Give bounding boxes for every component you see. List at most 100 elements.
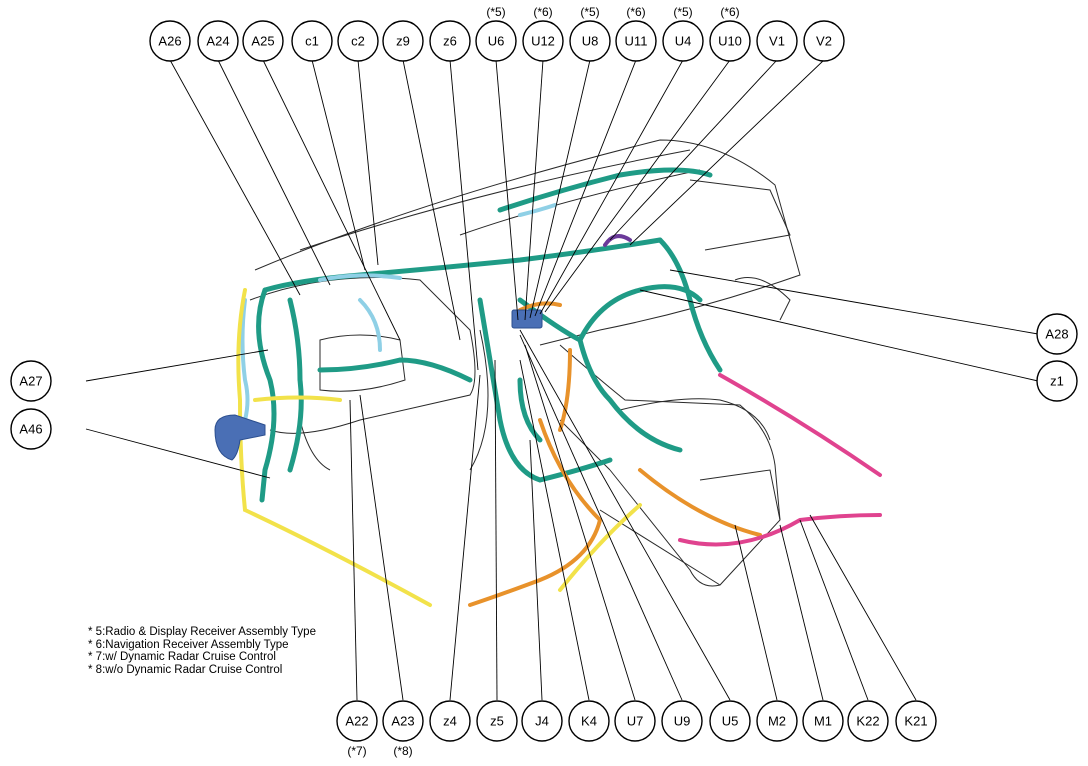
connector-label: U12 <box>531 34 555 49</box>
callout-circle <box>756 700 798 742</box>
connector-callout: U11 (*6) <box>615 5 657 62</box>
connector-callout: M1 <box>802 700 844 742</box>
connector-label: V1 <box>769 34 785 49</box>
connector-note: (*6) <box>533 5 552 19</box>
callout-circle <box>756 20 798 62</box>
callout-circle <box>895 700 937 742</box>
connector-label: U7 <box>627 714 644 729</box>
connector-callout: V1 <box>756 20 798 62</box>
connector-label: K4 <box>581 714 597 729</box>
connector-callout: c1 <box>291 20 333 62</box>
connector-label: A27 <box>19 374 42 389</box>
callout-circle <box>336 700 378 742</box>
harness-purple <box>603 234 632 247</box>
connector-label: U4 <box>675 34 692 49</box>
connector-label: A22 <box>345 714 368 729</box>
connector-callout: J4 <box>521 700 563 742</box>
callout-circle <box>661 700 703 742</box>
connector-label: U8 <box>582 34 599 49</box>
callout-circle <box>10 360 52 402</box>
connector-callout: z5 <box>476 700 518 742</box>
callout-circle <box>614 700 656 742</box>
callout-circle <box>1036 360 1078 402</box>
connector-label: A28 <box>1045 327 1068 342</box>
connector-label: U9 <box>674 714 691 729</box>
connector-label: A25 <box>251 34 274 49</box>
harness-orange <box>468 301 762 607</box>
connector-label: z6 <box>443 34 457 49</box>
callout-circle <box>382 20 424 62</box>
callout-circle <box>662 20 704 62</box>
connector-callout: A22(*7) <box>336 700 378 758</box>
callout-circle <box>521 700 563 742</box>
connector-callout: V2 <box>803 20 845 62</box>
connector-label: z1 <box>1050 374 1064 389</box>
connector-label: c1 <box>305 34 319 49</box>
connector-callout: U8 (*5) <box>569 5 611 62</box>
connector-callout: U9 <box>661 700 703 742</box>
connector-label: z9 <box>396 34 410 49</box>
connector-label: A24 <box>206 34 229 49</box>
connector-label: A26 <box>158 34 181 49</box>
connector-callout: K22 <box>847 700 889 742</box>
connector-note: (*5) <box>673 5 692 19</box>
connector-label: U11 <box>625 34 648 49</box>
connector-callout: U12 (*6) <box>522 5 564 62</box>
connector-callout: U5 <box>709 700 751 742</box>
connector-label: U10 <box>718 34 742 49</box>
connector-callout: A23 (*8) <box>382 700 424 758</box>
connector-callout: A27 <box>10 360 52 402</box>
connector-label: z5 <box>490 714 504 729</box>
right-connector-callouts: A28 z1 <box>1036 313 1078 402</box>
callout-circle <box>291 20 333 62</box>
connector-note: (*5) <box>486 5 505 19</box>
connector-label: c2 <box>351 34 365 49</box>
connector-callout: U4 (*5) <box>662 5 704 62</box>
connector-callout: K21 <box>895 700 937 742</box>
connector-callout: A26 <box>149 20 191 62</box>
harness-sub-lightblue <box>240 203 557 422</box>
connector-label: M1 <box>814 714 832 729</box>
connector-label: U6 <box>488 34 505 49</box>
callout-circle <box>10 408 52 450</box>
callout-circle <box>522 20 564 62</box>
callout-circle <box>615 20 657 62</box>
connector-callout: M2 <box>756 700 798 742</box>
legend-line: * 6:Navigation Receiver Assembly Type <box>88 638 289 651</box>
connector-callout: A25 <box>242 20 284 62</box>
connector-callout: U10(*6) <box>709 5 751 62</box>
connector-callout: c2 <box>337 20 379 62</box>
callout-circle <box>197 20 239 62</box>
connector-callout: A46 <box>10 408 52 450</box>
connector-label: A46 <box>19 422 42 437</box>
connector-label: V2 <box>816 34 832 49</box>
connector-label: M2 <box>768 714 786 729</box>
connector-callout: A24 <box>197 20 239 62</box>
connector-label: U5 <box>722 714 739 729</box>
callout-circle <box>709 20 751 62</box>
legend-line: * 8:w/o Dynamic Radar Cruise Control <box>88 663 283 676</box>
connector-note: (*6) <box>626 5 645 19</box>
callout-circle <box>475 20 517 62</box>
connector-label: A23 <box>391 714 414 729</box>
connector-callout: z1 <box>1036 360 1078 402</box>
callout-circle <box>1036 313 1078 355</box>
callout-circle <box>847 700 889 742</box>
connector-label: J4 <box>535 714 549 729</box>
connector-callout: A28 <box>1036 313 1078 355</box>
connector-callout: z6 <box>429 20 471 62</box>
callout-circle <box>476 700 518 742</box>
top-connector-callouts: A26 A24 A25 c1 c2 z9 z6 U6 (*5) U12 (*6) U8 (*5) U11 (… <box>149 5 845 62</box>
connector-note: (*8) <box>393 744 412 758</box>
legend-line: * 5:Radio & Display Receiver Assembly Ty… <box>88 626 316 638</box>
harness-blue <box>214 309 543 461</box>
callout-circle <box>569 20 611 62</box>
callout-circle <box>429 700 471 742</box>
connector-note: (*5) <box>580 5 599 19</box>
footnote-legend: * 5:Radio & Display Receiver Assembly Ty… <box>88 626 316 676</box>
harness-yellow <box>236 288 642 607</box>
harness-main-teal <box>256 167 723 503</box>
